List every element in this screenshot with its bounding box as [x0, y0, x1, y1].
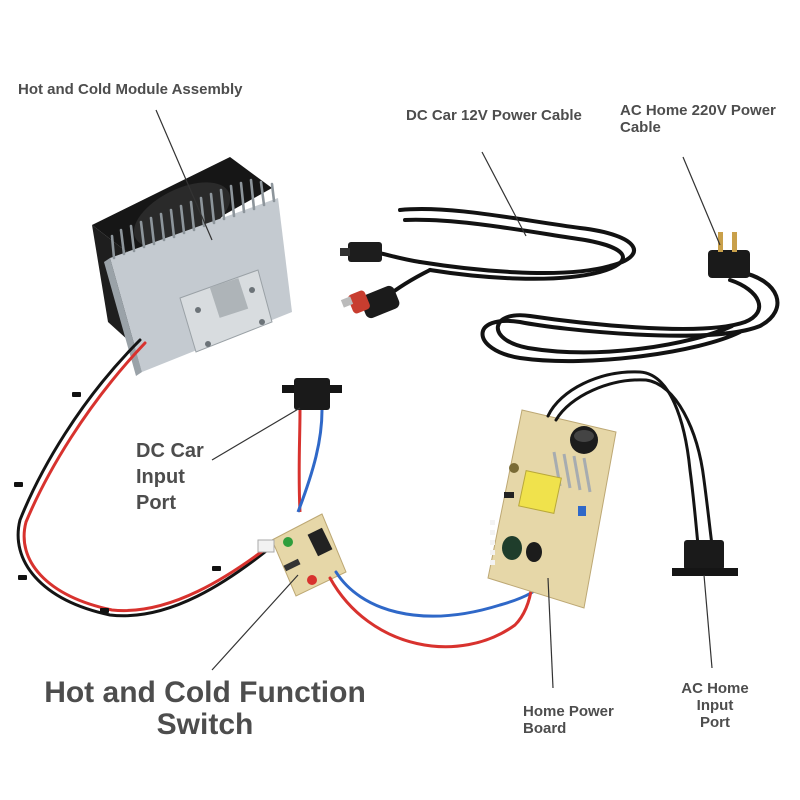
- label-dc-port-line1: DC Car: [136, 440, 204, 462]
- label-switch-line1: Hot and Cold Function: [44, 676, 366, 709]
- label-ac-cable-line1: AC Home 220V Power: [620, 102, 776, 119]
- label-module: Hot and Cold Module Assembly: [18, 81, 242, 98]
- label-power-board-line1: Home Power: [523, 703, 614, 720]
- leader-dc-port: [211, 407, 301, 461]
- label-ac-cable-line2: Cable: [620, 119, 661, 136]
- label-switch: Hot and Cold Function Switch: [25, 677, 385, 741]
- dc-car-cable: [370, 207, 636, 300]
- label-power-board: Home Power Board: [523, 703, 614, 737]
- label-ac-port-line3: Port: [700, 714, 730, 731]
- board-to-ac-wires: [546, 370, 714, 547]
- hot-cold-module: [92, 157, 292, 376]
- label-dc-port: DC Car Input Port: [136, 438, 204, 516]
- label-dc-port-line2: Input: [136, 466, 185, 488]
- ac-wall-plug: [708, 232, 750, 278]
- label-ac-port-line1: AC Home: [681, 680, 749, 697]
- module-wires: [14, 338, 274, 618]
- label-module-text: Hot and Cold Module Assembly: [18, 81, 243, 98]
- label-ac-port-line2: Input: [696, 697, 734, 714]
- label-dc-port-line3: Port: [136, 492, 176, 514]
- ac-home-input-port: [672, 540, 738, 576]
- leader-ac-port: [703, 574, 713, 669]
- label-switch-line2: Switch: [156, 708, 254, 741]
- label-power-board-line2: Board: [523, 720, 567, 737]
- leader-lines: [155, 109, 721, 689]
- switch-board: [257, 513, 347, 597]
- label-dc-cable: DC Car 12V Power Cable: [406, 107, 582, 124]
- label-dc-cable-text: DC Car 12V Power Cable: [406, 107, 582, 124]
- home-power-board: [487, 409, 617, 609]
- dc-car-input-port: [282, 378, 342, 513]
- car-plugs: [340, 242, 400, 319]
- leader-power-board: [547, 577, 554, 689]
- ac-home-cable: [480, 270, 780, 364]
- label-ac-port: AC Home Input Port: [668, 680, 762, 731]
- label-ac-cable: AC Home 220V Power Cable: [620, 102, 776, 136]
- leader-switch: [211, 574, 299, 671]
- leader-dc-cable: [481, 151, 527, 237]
- leader-ac-cable: [682, 156, 721, 246]
- leader-module: [155, 109, 213, 241]
